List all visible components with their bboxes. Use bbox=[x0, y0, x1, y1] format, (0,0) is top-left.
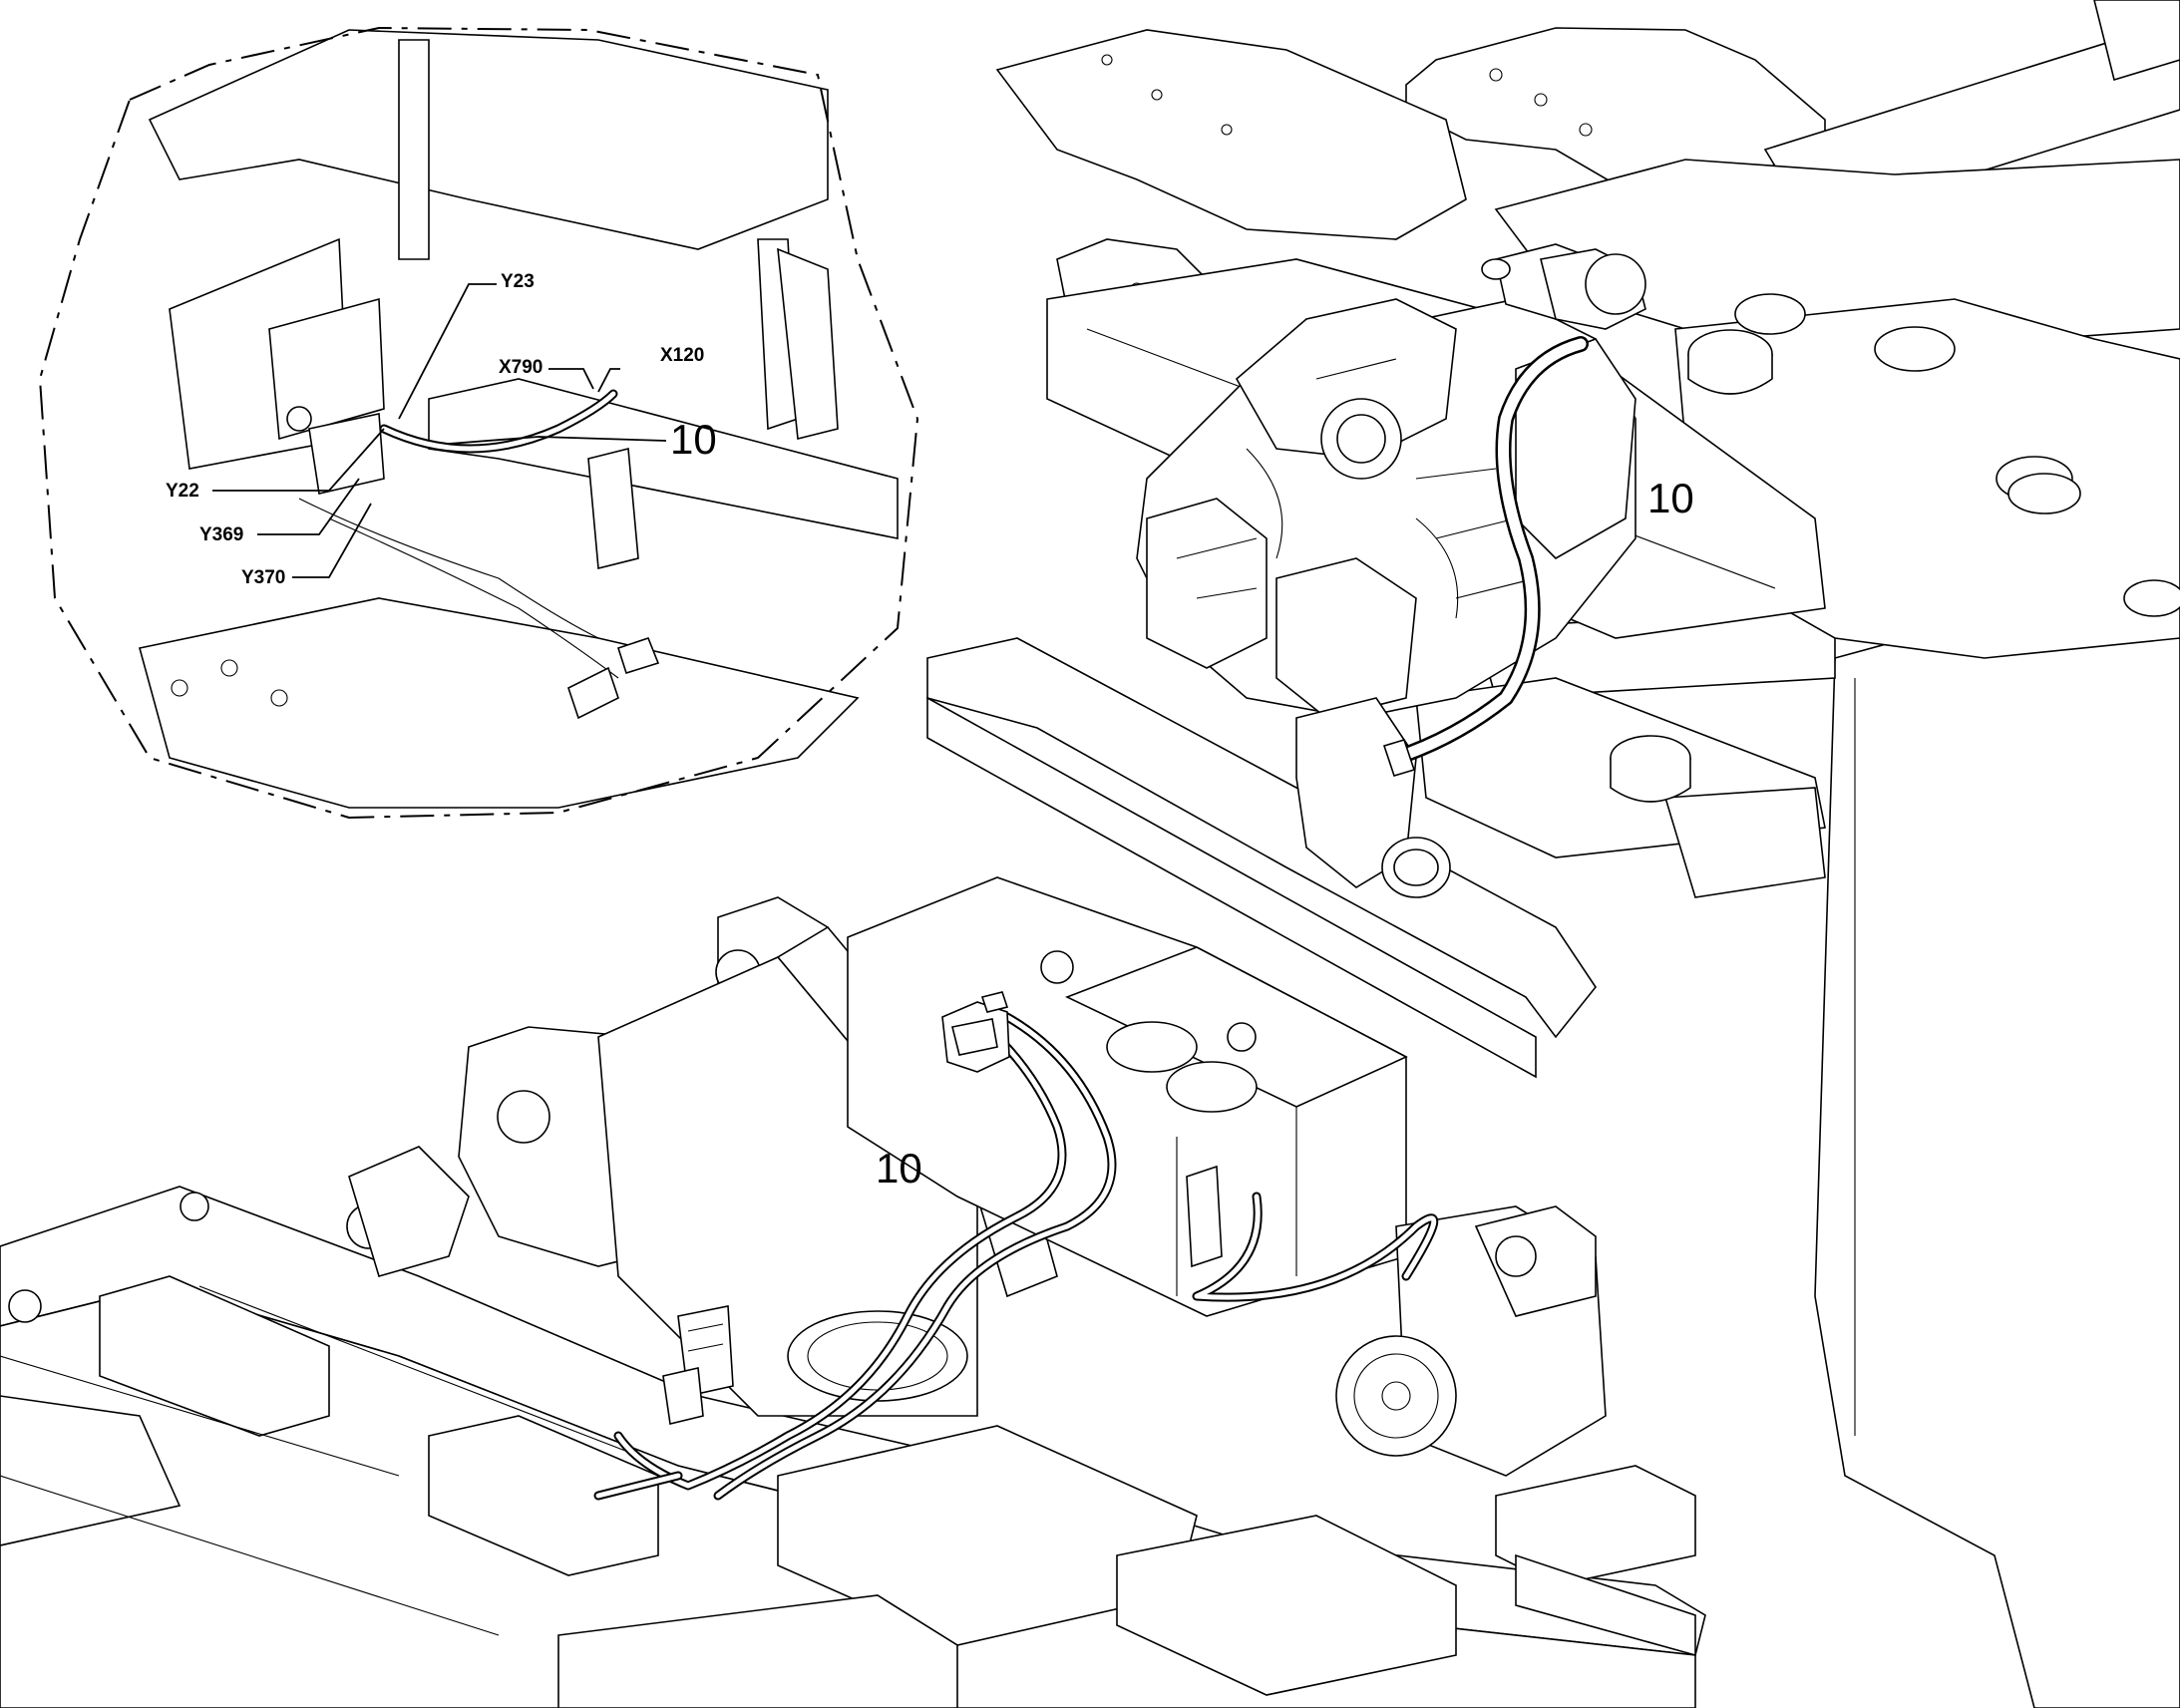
frame-rear-structure bbox=[995, 0, 2180, 1708]
upper-valve-block bbox=[941, 991, 1010, 1073]
label-x120: X120 bbox=[660, 345, 704, 366]
label-y23: Y23 bbox=[501, 271, 535, 292]
label-x790: X790 bbox=[499, 357, 543, 378]
label-y369: Y369 bbox=[199, 524, 243, 545]
callout-leaders bbox=[212, 283, 667, 578]
detail-inset bbox=[38, 26, 919, 820]
engine-coolant-hose bbox=[1382, 336, 1589, 777]
label-y22: Y22 bbox=[166, 481, 199, 502]
label-item-10-detail: 10 bbox=[670, 416, 717, 463]
hydraulic-tank bbox=[787, 876, 1408, 1402]
label-y370: Y370 bbox=[241, 567, 285, 588]
lower-chassis-frame bbox=[0, 1186, 1706, 1708]
label-item-10-chassis: 10 bbox=[876, 1145, 922, 1192]
lower-valve-block bbox=[662, 1305, 734, 1425]
chassis-wire-harness bbox=[593, 1012, 1439, 1501]
hydraulic-pump-flywheel bbox=[1335, 1205, 1607, 1477]
label-item-10-engine: 10 bbox=[1647, 475, 1694, 521]
